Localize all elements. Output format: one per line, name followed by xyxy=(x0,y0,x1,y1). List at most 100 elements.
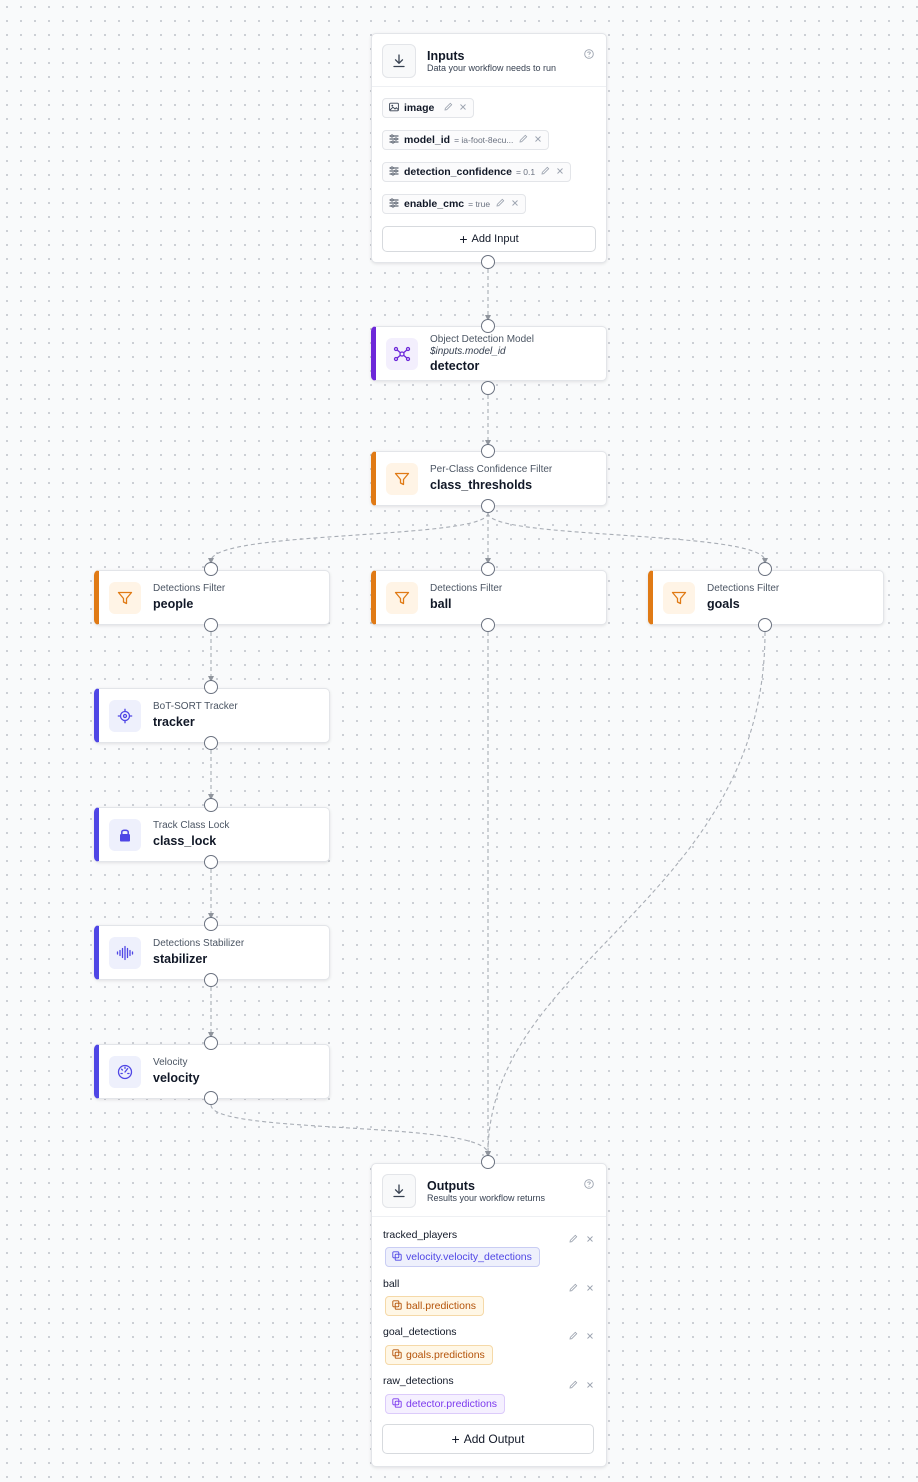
edge-goals-outputs xyxy=(485,631,766,1157)
outputs-subtitle: Results your workflow returns xyxy=(427,1192,546,1203)
block-tracker[interactable]: BoT-SORT Tracker tracker xyxy=(94,688,330,743)
close-icon[interactable] xyxy=(556,166,564,178)
edit-icon[interactable] xyxy=(541,166,550,178)
detector-output-handle[interactable] xyxy=(481,381,495,395)
download-icon xyxy=(382,1174,416,1208)
close-icon[interactable] xyxy=(586,1279,594,1297)
class-lock-output-handle[interactable] xyxy=(204,855,218,869)
stabilizer-input-handle[interactable] xyxy=(204,917,218,931)
detector-input-handle[interactable] xyxy=(481,319,495,333)
block-ball[interactable]: Detections Filter ball xyxy=(371,570,607,625)
filter-icon xyxy=(109,581,141,614)
output-ref-chip[interactable]: goals.predictions xyxy=(385,1345,493,1365)
class-thresholds-output-handle[interactable] xyxy=(481,499,495,513)
input-name: enable_cmc xyxy=(404,198,465,210)
inputs-subtitle: Data your workflow needs to run xyxy=(427,62,557,73)
image-icon xyxy=(389,102,399,115)
output-ref-chip[interactable]: ball.predictions xyxy=(385,1296,485,1316)
input-name: image xyxy=(404,102,435,114)
crosshair-icon xyxy=(109,699,141,732)
input-value: = ia-foot-8ecu... xyxy=(454,135,514,145)
output-ref-chip[interactable]: velocity.velocity_detections xyxy=(385,1247,540,1267)
inputs-output-handle[interactable] xyxy=(481,255,495,269)
goals-input-handle[interactable] xyxy=(758,562,772,576)
class-thresholds-input-handle[interactable] xyxy=(481,444,495,458)
output-ref-chip[interactable]: detector.predictions xyxy=(385,1394,506,1414)
block-kind: Per-Class Confidence Filter xyxy=(430,464,553,475)
inputs-panel[interactable]: Inputs Data your workflow needs to run i… xyxy=(371,33,607,263)
input-value: = 0.1 xyxy=(515,167,536,177)
input-name: model_id xyxy=(404,134,451,146)
block-goals[interactable]: Detections Filter goals xyxy=(648,570,884,625)
output-ref: goals.predictions xyxy=(406,1349,485,1361)
block-stabilizer[interactable]: Detections Stabilizer stabilizer xyxy=(94,925,330,980)
close-icon[interactable] xyxy=(586,1230,594,1248)
add-input-button[interactable]: + Add Input xyxy=(382,226,596,252)
edit-icon[interactable] xyxy=(519,134,528,146)
input-chip-model-id[interactable]: model_id = ia-foot-8ecu... xyxy=(382,130,550,150)
input-chip-image[interactable]: image xyxy=(382,98,475,118)
edit-icon[interactable] xyxy=(569,1327,578,1345)
lock-icon xyxy=(109,818,141,851)
velocity-output-handle[interactable] xyxy=(204,1091,218,1105)
block-class-thresholds[interactable]: Per-Class Confidence Filter class_thresh… xyxy=(371,451,607,506)
goals-output-handle[interactable] xyxy=(758,618,772,632)
block-name: ball xyxy=(430,597,452,611)
block-kind: Track Class Lock xyxy=(153,820,230,831)
edge-thresholds-people xyxy=(208,512,489,564)
block-kind: BoT-SORT Tracker xyxy=(153,701,238,712)
block-name: goals xyxy=(707,597,740,611)
link-icon xyxy=(392,1397,402,1411)
block-class-lock[interactable]: Track Class Lock class_lock xyxy=(94,807,330,862)
add-output-button[interactable]: + Add Output xyxy=(382,1424,594,1454)
sliders-icon xyxy=(389,133,399,147)
ball-output-handle[interactable] xyxy=(481,618,495,632)
block-detector[interactable]: Object Detection Model $inputs.model_id … xyxy=(371,326,607,381)
link-icon xyxy=(392,1348,402,1362)
ball-input-handle[interactable] xyxy=(481,562,495,576)
edit-icon[interactable] xyxy=(569,1376,578,1394)
stabilizer-output-handle[interactable] xyxy=(204,973,218,987)
download-icon xyxy=(382,44,416,78)
block-name: tracker xyxy=(153,715,195,729)
edge-thresholds-goals xyxy=(487,512,768,564)
outputs-title: Outputs xyxy=(427,1178,475,1193)
model-graph-icon xyxy=(386,337,418,370)
edit-icon[interactable] xyxy=(569,1230,578,1248)
filter-icon xyxy=(386,462,418,495)
add-output-label: Add Output xyxy=(463,1432,525,1446)
people-input-handle[interactable] xyxy=(204,562,218,576)
input-chip-detection-confidence[interactable]: detection_confidence = 0.1 xyxy=(382,162,572,182)
velocity-input-handle[interactable] xyxy=(204,1036,218,1050)
output-name: goal_detections xyxy=(383,1326,457,1338)
outputs-panel[interactable]: Outputs Results your workflow returns tr… xyxy=(371,1163,607,1467)
block-people[interactable]: Detections Filter people xyxy=(94,570,330,625)
block-kind: Detections Filter xyxy=(707,583,780,594)
edit-icon[interactable] xyxy=(569,1279,578,1297)
close-icon[interactable] xyxy=(459,102,467,114)
input-chip-enable-cmc[interactable]: enable_cmc = true xyxy=(382,194,527,214)
tracker-output-handle[interactable] xyxy=(204,736,218,750)
class-lock-input-handle[interactable] xyxy=(204,798,218,812)
close-icon[interactable] xyxy=(586,1376,594,1394)
sliders-icon xyxy=(389,197,399,211)
waveform-icon xyxy=(109,936,141,969)
close-icon[interactable] xyxy=(586,1327,594,1345)
close-icon[interactable] xyxy=(534,134,542,146)
block-kind: Velocity xyxy=(153,1057,188,1068)
sliders-icon xyxy=(389,165,399,179)
block-kind: Detections Filter xyxy=(153,583,226,594)
output-name: raw_detections xyxy=(383,1375,454,1387)
people-output-handle[interactable] xyxy=(204,618,218,632)
block-kind: Detections Stabilizer xyxy=(153,938,245,949)
close-icon[interactable] xyxy=(511,198,519,210)
block-velocity[interactable]: Velocity velocity xyxy=(94,1044,330,1099)
tracker-input-handle[interactable] xyxy=(204,680,218,694)
output-ref: ball.predictions xyxy=(406,1300,477,1312)
help-circle-icon[interactable] xyxy=(584,46,594,64)
edit-icon[interactable] xyxy=(444,102,453,114)
help-circle-icon[interactable] xyxy=(584,1176,594,1194)
output-name: ball xyxy=(383,1278,400,1290)
outputs-input-handle[interactable] xyxy=(481,1155,495,1169)
edit-icon[interactable] xyxy=(496,198,505,210)
